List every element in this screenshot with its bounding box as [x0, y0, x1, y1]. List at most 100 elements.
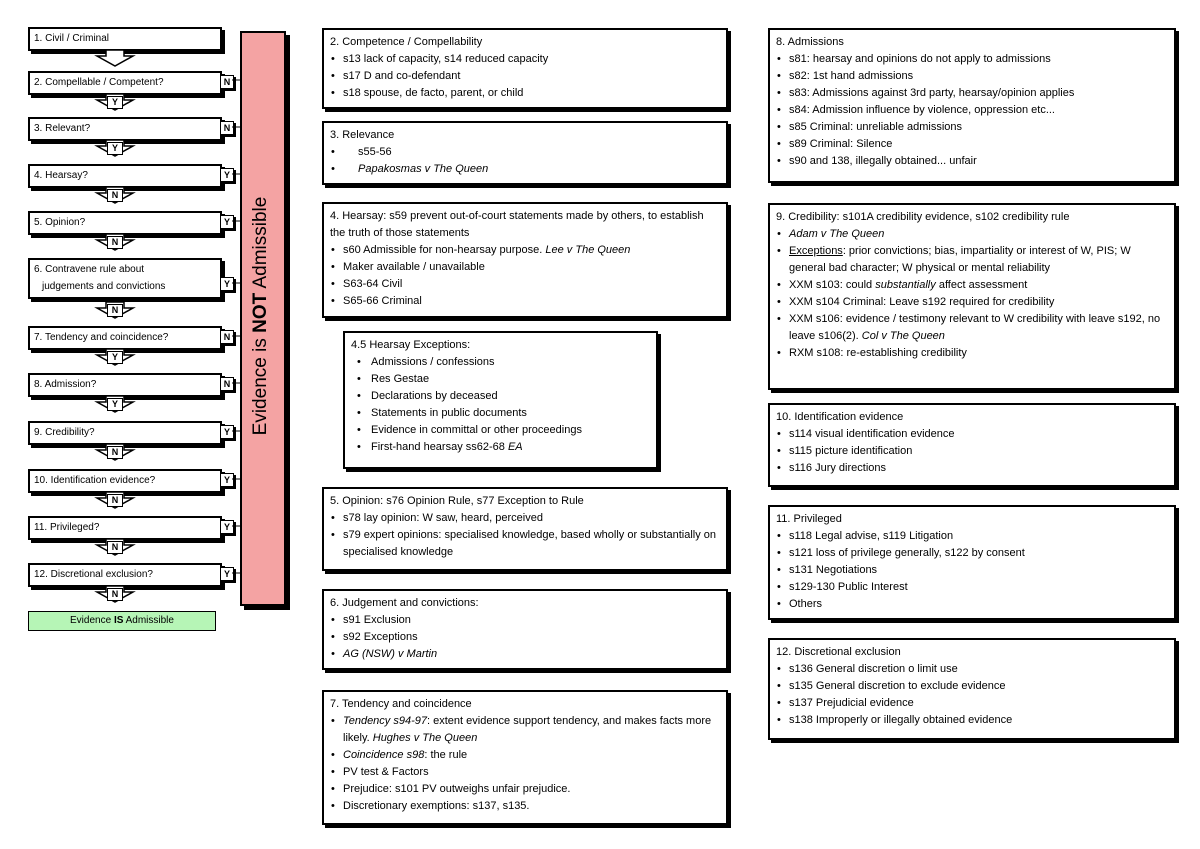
list-item: First-hand hearsay ss62-68 EA — [351, 439, 650, 456]
step-label: 7. Tendency and coincidence? — [34, 332, 169, 343]
no-label: N — [107, 189, 123, 202]
section-title: 4.5 Hearsay Exceptions: — [351, 339, 471, 351]
step-label: 12. Discretional exclusion? — [34, 569, 153, 580]
list-item: s13 lack of capacity, s14 reduced capaci… — [330, 51, 720, 68]
step-label: 5. Opinion? — [34, 217, 86, 228]
step-11-box: 11. Privileged? — [28, 516, 222, 540]
list-item: XXM s104 Criminal: Leave s192 required f… — [776, 294, 1168, 311]
section-title: 5. Opinion: s76 Opinion Rule, s77 Except… — [330, 495, 584, 507]
section-title: 3. Relevance — [330, 129, 395, 141]
step-8-box: 8. Admission? — [28, 373, 222, 397]
list-item: Exceptions: prior convictions; bias, imp… — [776, 243, 1168, 277]
list-item: s129-130 Public Interest — [776, 579, 1168, 596]
list-item: Declarations by deceased — [351, 388, 650, 405]
step-label: 9. Credibility? — [34, 427, 95, 438]
list-item: s131 Negotiations — [776, 562, 1168, 579]
down-arrow — [94, 50, 136, 67]
yes-tag: Y — [220, 520, 234, 534]
yes-label: Y — [107, 351, 123, 364]
section-9-credibility: 9. Credibility: s101A credibility eviden… — [768, 203, 1176, 390]
step-label-line2: judgements and convictions — [42, 281, 166, 292]
list-item: s137 Prejudicial evidence — [776, 695, 1168, 712]
section-11-privileged: 11. Privileged s118 Legal advise, s119 L… — [768, 505, 1176, 620]
section-5-opinion: 5. Opinion: s76 Opinion Rule, s77 Except… — [322, 487, 728, 571]
case-item: AG (NSW) v Martin — [330, 646, 720, 663]
list-item: S65-66 Criminal — [330, 293, 720, 310]
list-item: Res Gestae — [351, 371, 650, 388]
no-tag: N — [220, 75, 234, 89]
section-10-identification: 10. Identification evidence s114 visual … — [768, 403, 1176, 487]
step-label: 2. Compellable / Competent? — [34, 77, 164, 88]
section-title: 11. Privileged — [776, 513, 842, 525]
step-label: 11. Privileged? — [34, 522, 100, 533]
no-tag: N — [220, 377, 234, 391]
list-item: Admissions / confessions — [351, 354, 650, 371]
list-item: Coincidence s98: the rule — [330, 747, 720, 764]
section-6-judgement: 6. Judgement and convictions: s91 Exclus… — [322, 589, 728, 670]
list-item: Maker available / unavailable — [330, 259, 720, 276]
step-12-box: 12. Discretional exclusion? — [28, 563, 222, 587]
list-item: S63-64 Civil — [330, 276, 720, 293]
list-item: s118 Legal advise, s119 Litigation — [776, 528, 1168, 545]
section-8-admissions: 8. Admissions s81: hearsay and opinions … — [768, 28, 1176, 183]
list-item: s92 Exceptions — [330, 629, 720, 646]
section-4-5-hearsay-exceptions: 4.5 Hearsay Exceptions: Admissions / con… — [343, 331, 658, 469]
not-admissible-text: Evidence is NOT Admissible — [250, 196, 271, 436]
list-item: s83: Admissions against 3rd party, hears… — [776, 85, 1168, 102]
step-2-box: 2. Compellable / Competent? — [28, 71, 222, 95]
step-10-box: 10. Identification evidence? — [28, 469, 222, 493]
no-tag: N — [220, 330, 234, 344]
step-label: 1. Civil / Criminal — [34, 33, 110, 44]
list-item: s81: hearsay and opinions do not apply t… — [776, 51, 1168, 68]
no-tag: N — [220, 121, 234, 135]
case-item: Papakosmas v The Queen — [330, 161, 720, 178]
step-label: 4. Hearsay? — [34, 170, 88, 181]
yes-tag: Y — [220, 567, 234, 581]
yes-tag: Y — [220, 277, 234, 291]
section-title: 7. Tendency and coincidence — [330, 698, 472, 710]
section-title: 9. Credibility: s101A credibility eviden… — [776, 211, 1070, 223]
list-item: RXM s108: re-establishing credibility — [776, 345, 1168, 362]
yes-label: Y — [107, 398, 123, 411]
no-label: N — [107, 541, 123, 554]
step-3-box: 3. Relevant? — [28, 117, 222, 141]
section-3-relevance: 3. Relevance s55-56 Papakosmas v The Que… — [322, 121, 728, 185]
list-item: s91 Exclusion — [330, 612, 720, 629]
step-9-box: 9. Credibility? — [28, 421, 222, 445]
list-item: s115 picture identification — [776, 443, 1168, 460]
evidence-admissible-box: Evidence IS Admissible — [28, 611, 216, 631]
section-title: 10. Identification evidence — [776, 411, 904, 423]
step-label: 3. Relevant? — [34, 123, 91, 134]
no-label: N — [107, 446, 123, 459]
list-item: s116 Jury directions — [776, 460, 1168, 477]
list-item: s85 Criminal: unreliable admissions — [776, 119, 1168, 136]
no-label: N — [107, 304, 123, 317]
list-item: Tendency s94-97: extent evidence support… — [330, 713, 720, 747]
list-item: s121 loss of privilege generally, s122 b… — [776, 545, 1168, 562]
list-item: s135 General discretion to exclude evide… — [776, 678, 1168, 695]
list-item: s78 lay opinion: W saw, heard, perceived — [330, 510, 720, 527]
list-item: s60 Admissible for non-hearsay purpose. … — [330, 242, 720, 259]
list-item: XXM s106: evidence / testimony relevant … — [776, 311, 1168, 345]
yes-label: Y — [107, 142, 123, 155]
list-item: XXM s103: could substantially affect ass… — [776, 277, 1168, 294]
list-item: s82: 1st hand admissions — [776, 68, 1168, 85]
list-item: s17 D and co-defendant — [330, 68, 720, 85]
list-item: PV test & Factors — [330, 764, 720, 781]
list-item: s79 expert opinions: specialised knowled… — [330, 527, 720, 561]
section-12-discretional: 12. Discretional exclusion s136 General … — [768, 638, 1176, 740]
list-item: s89 Criminal: Silence — [776, 136, 1168, 153]
no-label: N — [107, 494, 123, 507]
section-title: 8. Admissions — [776, 36, 844, 48]
section-2-competence: 2. Competence / Compellability s13 lack … — [322, 28, 728, 109]
step-label: 6. Contravene rule about — [34, 264, 145, 275]
list-item: s84: Admission influence by violence, op… — [776, 102, 1168, 119]
step-4-box: 4. Hearsay? — [28, 164, 222, 188]
section-7-tendency: 7. Tendency and coincidence Tendency s94… — [322, 690, 728, 825]
not-admissible-banner — [240, 31, 286, 606]
yes-tag: Y — [220, 215, 234, 229]
step-6-box: 6. Contravene rule about judgements and … — [28, 258, 222, 299]
case-item: Adam v The Queen — [776, 226, 1168, 243]
no-label: N — [107, 236, 123, 249]
step-label: 10. Identification evidence? — [34, 475, 156, 486]
